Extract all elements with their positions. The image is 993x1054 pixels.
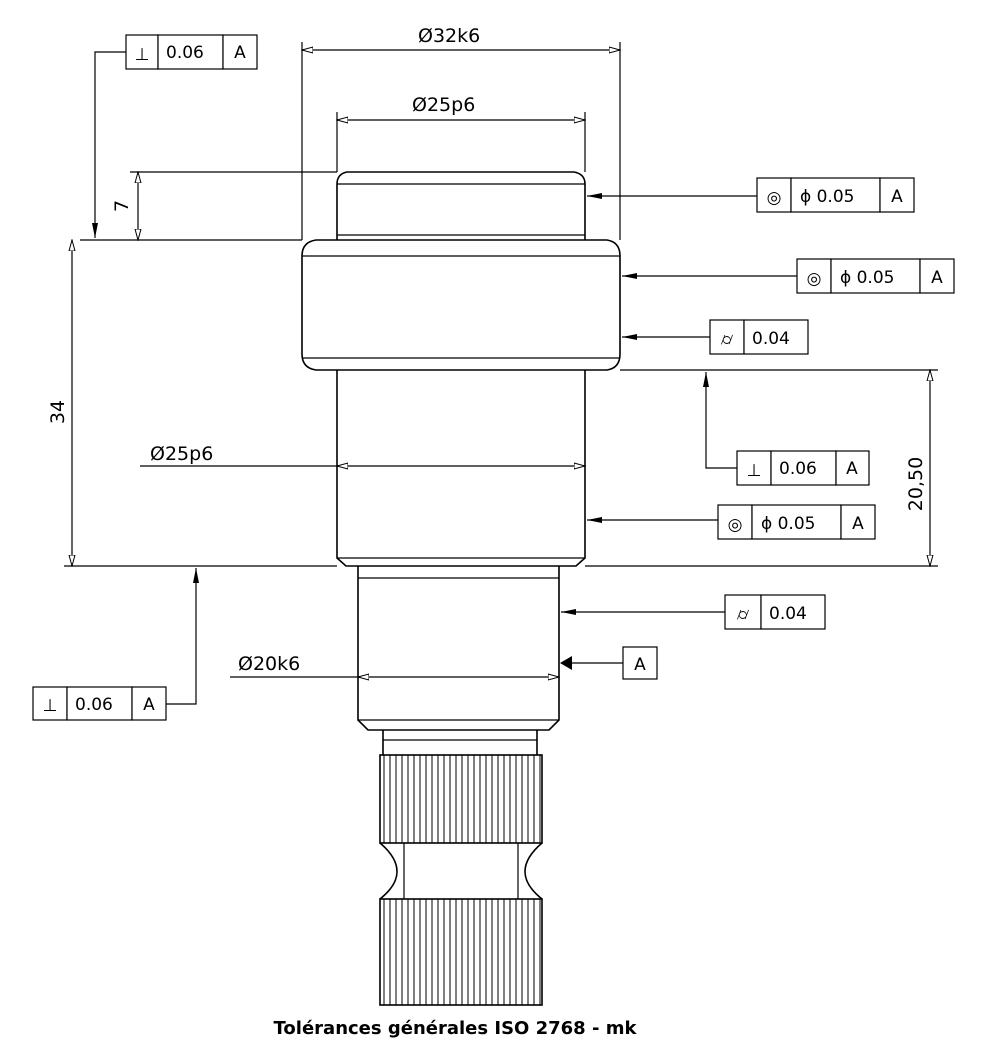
collar — [301, 239, 621, 371]
fcf-datum: A — [143, 695, 155, 715]
perp-icon: ⊥ — [747, 461, 762, 481]
fcf-datum: A — [234, 43, 246, 63]
general-tolerances-note: Tolérances générales ISO 2768 - mk — [274, 1018, 638, 1039]
dim-len-20-50-text: 20,50 — [905, 457, 927, 511]
fcf-value: ϕ 0.05 — [800, 187, 854, 207]
fcf-datum: A — [931, 268, 943, 288]
fcf-concentricity-1: ◎ ϕ 0.05 A — [587, 177, 915, 213]
middle-section — [336, 370, 586, 567]
datum-a-label: A — [634, 655, 646, 675]
fcf-value: 0.04 — [752, 329, 790, 349]
datum-triangle-icon — [560, 656, 572, 670]
knurl-upper-lines — [383, 755, 541, 843]
top-section — [336, 171, 586, 240]
knurl-upper — [379, 754, 543, 844]
dim-d25p6-top-text: Ø25p6 — [412, 94, 475, 116]
datum-a-frame: A — [560, 646, 658, 680]
fcf-value: ϕ 0.05 — [761, 514, 815, 534]
knurl-lower-lines — [383, 899, 541, 1005]
fcf-perp-mid: ⊥ 0.06 A — [703, 372, 870, 486]
concentricity-icon: ◎ — [728, 515, 743, 535]
dim-d25p6-top: Ø25p6 — [337, 94, 585, 172]
fcf-cylindricity-2: ⌭ 0.04 — [561, 594, 826, 630]
dim-d25p6-mid-text: Ø25p6 — [150, 443, 213, 465]
dim-len-34: 34 — [47, 240, 337, 566]
shaft-outline — [301, 171, 621, 1006]
knurl-lower — [379, 898, 543, 1006]
fcf-value: ϕ 0.05 — [840, 268, 894, 288]
lower-section — [357, 566, 560, 731]
groove — [379, 842, 543, 900]
dim-d20k6-text: Ø20k6 — [238, 653, 300, 675]
fcf-concentricity-3: ◎ ϕ 0.05 A — [587, 504, 876, 540]
fcf-datum: A — [846, 459, 858, 479]
fcf-value: 0.04 — [769, 604, 807, 624]
dim-len-7-text: 7 — [111, 200, 133, 212]
fcf-concentricity-2: ◎ ϕ 0.05 A — [622, 258, 955, 294]
neck — [382, 730, 538, 755]
dim-len-20-50: 20,50 — [585, 370, 938, 566]
concentricity-icon: ◎ — [807, 269, 822, 289]
fcf-cylindricity-1: ⌭ 0.04 — [622, 319, 809, 355]
dim-len-7: 7 — [80, 172, 337, 240]
dim-d20k6: Ø20k6 — [230, 653, 559, 677]
fcf-perp-top: ⊥ 0.06 A — [92, 34, 258, 238]
fcf-datum: A — [852, 514, 864, 534]
fcf-perp-bottom: ⊥ 0.06 A — [32, 568, 199, 721]
concentricity-icon: ◎ — [767, 188, 782, 208]
cylindricity-icon: ⌭ — [721, 330, 734, 350]
fcf-datum: A — [891, 187, 903, 207]
fcf-value: 0.06 — [75, 695, 113, 715]
dim-d25p6-mid: Ø25p6 — [140, 443, 585, 466]
perp-icon: ⊥ — [43, 696, 58, 716]
perp-icon: ⊥ — [135, 45, 150, 65]
fcf-value: 0.06 — [779, 459, 817, 479]
dim-d32k6: Ø32k6 — [302, 25, 620, 240]
cylindricity-icon: ⌭ — [737, 605, 750, 625]
fcf-value: 0.06 — [166, 43, 204, 63]
dim-d32k6-text: Ø32k6 — [418, 25, 480, 47]
dim-len-34-text: 34 — [47, 400, 69, 424]
